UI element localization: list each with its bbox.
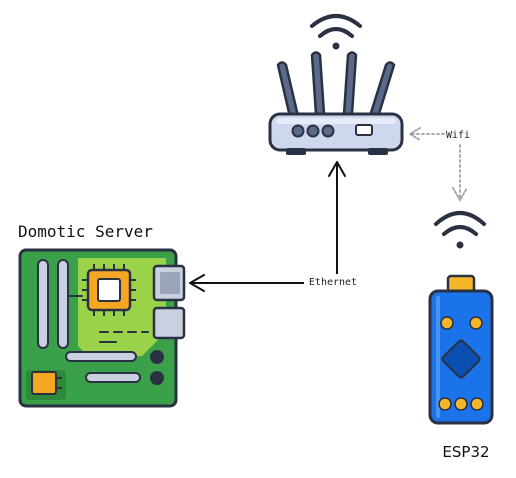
esp32-board-icon (428, 211, 494, 425)
wifi-link (408, 127, 468, 202)
esp32-label: ESP32 (442, 443, 489, 461)
wifi-label: Wifi (446, 130, 470, 141)
esp32-wifi-signal-icon (434, 211, 486, 249)
router-wifi-signal-icon (310, 14, 362, 50)
arrowhead-left-icon (189, 274, 205, 292)
ethernet-label: Ethernet (309, 277, 357, 288)
wifi-router-icon (268, 14, 404, 155)
cpu-chip-icon (82, 264, 136, 316)
motherboard-icon (18, 248, 186, 408)
server-label: Domotic Server (18, 222, 153, 241)
ethernet-link: Ethernet (189, 161, 362, 292)
arrowhead-up-icon (328, 161, 346, 177)
